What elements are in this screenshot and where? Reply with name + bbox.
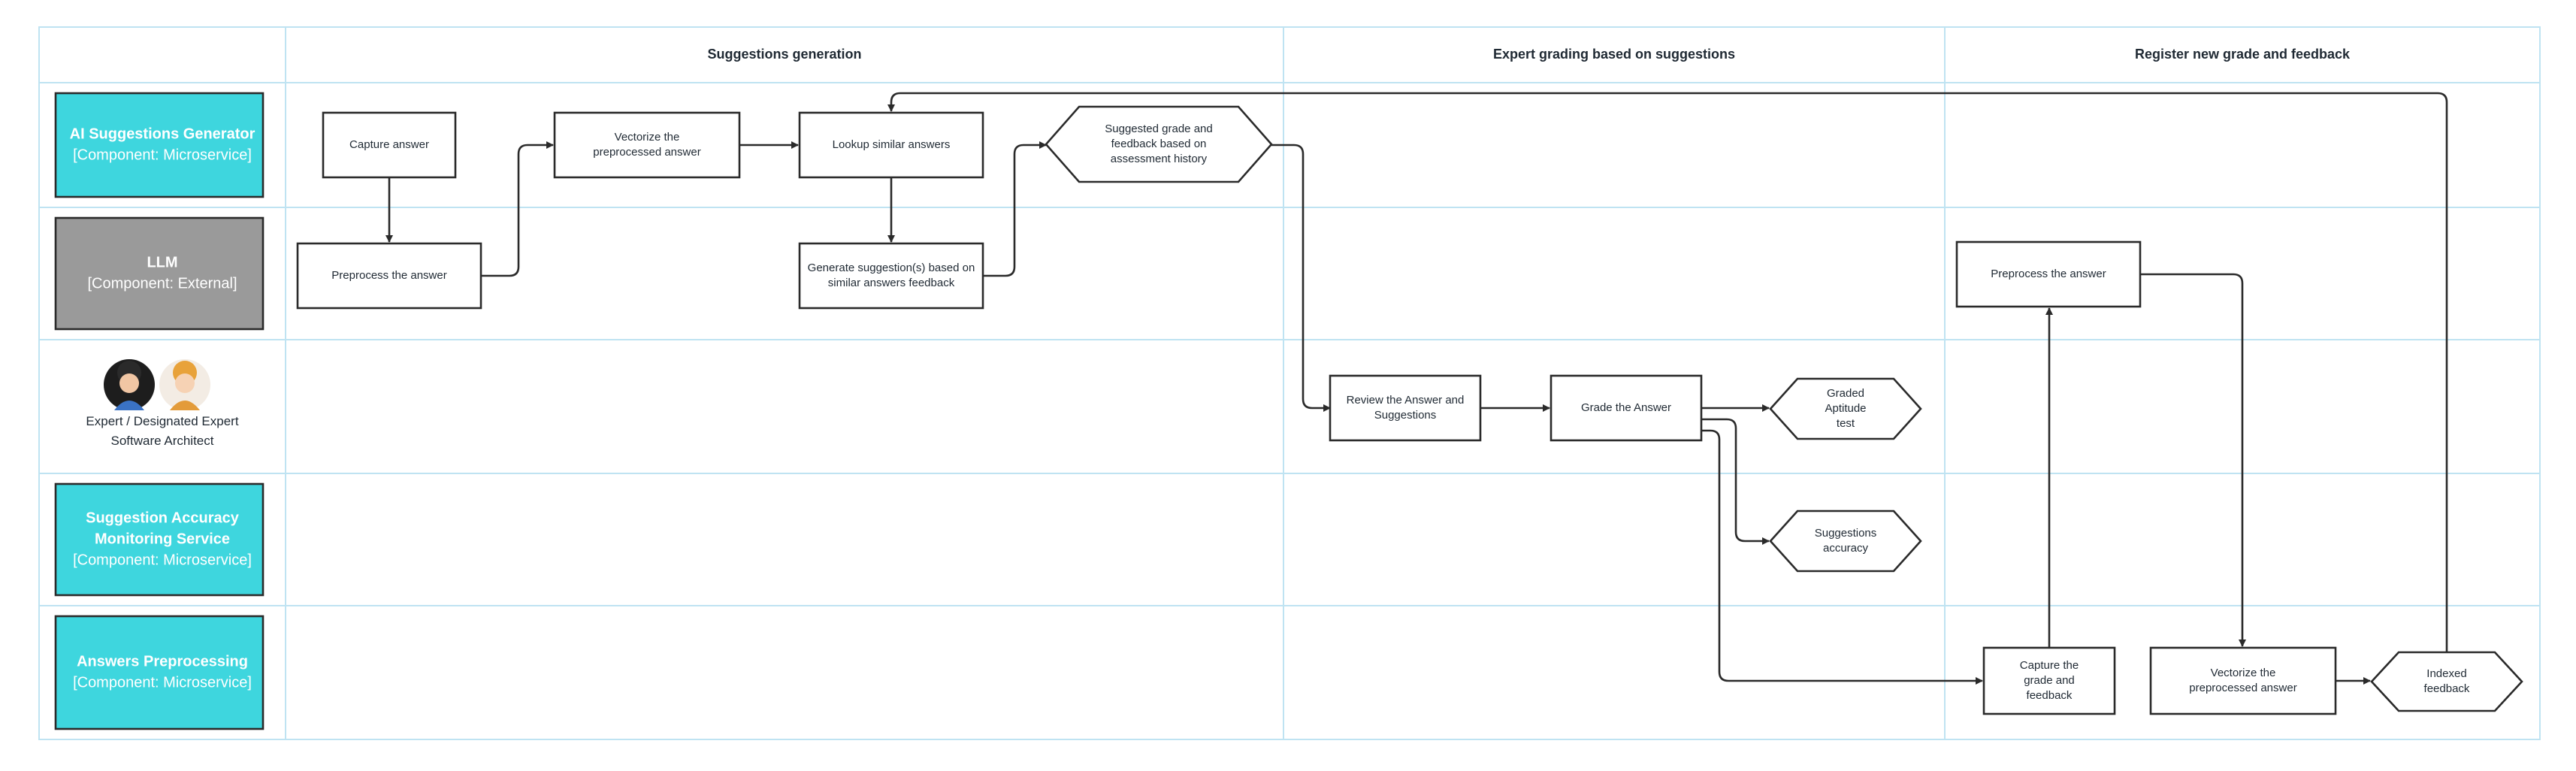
lane-name: Expert / Designated Expert [86,414,238,428]
phase-header-suggestions: Suggestions generation [707,47,861,62]
process-box [296,242,482,310]
node-preprocess1: Preprocess the answer [296,242,482,310]
node-label: Preprocess the answer [331,269,446,282]
hexagon-shape [1769,509,1922,573]
process-box [798,111,984,179]
expert-avatar-icon [104,359,155,410]
lane-component-type: [Component: Microservice] [73,147,252,163]
process-box [1982,646,2116,715]
arrow-generate-to-suggested [983,141,1047,277]
lane-component-type: [Component: External] [88,275,237,292]
phase-header-grading: Expert grading based on suggestions [1493,47,1735,62]
process-box [553,111,741,179]
node-label: Lookup similar answers [833,138,951,151]
arrow-suggested-to-review [1271,144,1331,412]
lane-role: Software Architect [110,434,213,448]
lane-headers: AI Suggestions Generator [Component: Micr… [54,92,265,730]
process-box [322,111,457,179]
lane-badge [54,92,265,198]
phase-header-register: Register new grade and feedback [2135,47,2351,62]
lane-badge [54,615,265,730]
lane-badge [54,482,265,597]
lane-name: AI Suggestions Generator [70,125,255,142]
process-box [1550,374,1703,442]
hexagon-shape [1769,377,1922,440]
lane-badge [54,216,265,331]
arrow-grade-to-accuracy_out [1701,418,1770,545]
lane-ai: AI Suggestions Generator [Component: Micr… [54,92,265,198]
node-label: Grade the Answer [1581,401,1671,414]
lane-llm: LLM [Component: External] [54,216,265,331]
lane-preproc: Answers Preprocessing [Component: Microse… [54,615,265,730]
node-label: Preprocess the answer [1991,268,2106,280]
arrow-grade-to-capture_grade [1701,429,1983,685]
node-grade: Grade the Answer [1550,374,1703,442]
process-box [1955,240,2142,308]
node-preprocess2: Preprocess the answer [1955,240,2142,308]
swimlane-grid: Suggestions generation Expert grading bas… [38,26,2541,740]
node-capture: Capture answer [322,111,457,179]
lane-component-type: [Component: Microservice] [73,674,252,691]
process-box [798,242,984,310]
arrow-preprocess1-to-vectorize1 [481,141,554,277]
process-box [1329,374,1482,442]
lane-name: LLM [147,254,177,271]
node-label: Capture answer [349,138,429,151]
process-box [2149,646,2337,715]
hexagon-shape [1045,105,1273,183]
node-lookup: Lookup similar answers [798,111,984,179]
lane-name: Answers Preprocessing [77,653,248,670]
arrow-preprocess2-to-vectorize2 [2140,273,2246,647]
flow-connectors [385,92,2448,685]
lane-component-type: [Component: Microservice] [73,552,252,568]
arrow-indexed-to-lookup [887,92,2448,652]
grid-frame [38,26,2541,740]
hexagon-shape [2370,651,2523,712]
architect-avatar-icon [159,359,210,410]
